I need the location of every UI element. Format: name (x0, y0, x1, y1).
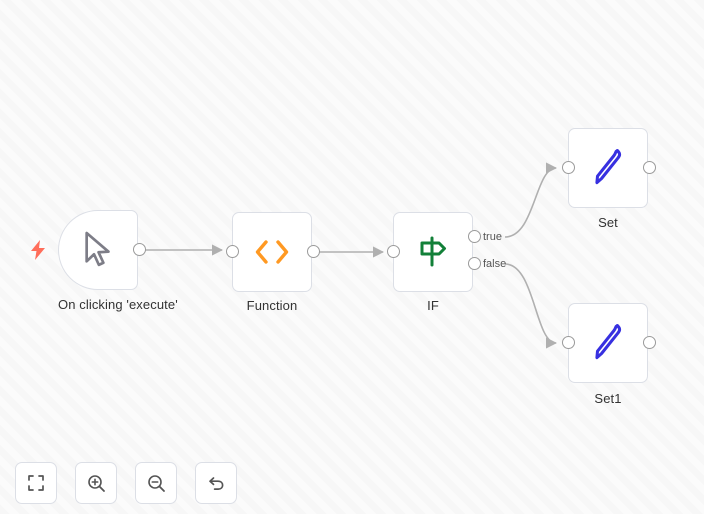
node-label-set1: Set1 (594, 391, 622, 406)
node-set1[interactable] (568, 303, 648, 383)
mouse-pointer-icon (81, 230, 115, 270)
signpost-icon (415, 234, 451, 270)
node-label-if: IF (427, 298, 439, 313)
node-if[interactable] (393, 212, 473, 292)
input-port-if[interactable] (387, 245, 400, 258)
code-brackets-icon (252, 237, 292, 267)
pen-icon (591, 147, 625, 189)
zoom-in-button[interactable] (75, 462, 117, 504)
zoom-out-button[interactable] (135, 462, 177, 504)
connection-if-true-to-set[interactable] (504, 162, 558, 238)
output-port-trigger[interactable] (133, 243, 146, 256)
output-port-set[interactable] (643, 161, 656, 174)
output-port-if-false[interactable] (468, 257, 481, 270)
connection-if-false-to-set1[interactable] (504, 263, 558, 349)
port-label-true: true (483, 231, 502, 243)
node-label-set: Set (598, 215, 618, 230)
zoom-to-fit-icon (27, 474, 45, 492)
input-port-function[interactable] (226, 245, 239, 258)
node-label-trigger: On clicking 'execute' (58, 297, 178, 312)
port-label-false: false (483, 258, 507, 270)
zoom-to-fit-button[interactable] (15, 462, 57, 504)
canvas-toolbar (15, 462, 237, 504)
input-port-set[interactable] (562, 161, 575, 174)
output-port-set1[interactable] (643, 336, 656, 349)
node-function[interactable] (232, 212, 312, 292)
zoom-in-icon (87, 474, 106, 493)
output-port-function[interactable] (307, 245, 320, 258)
node-label-function: Function (246, 298, 298, 313)
pen-icon (591, 322, 625, 364)
output-port-if-true[interactable] (468, 230, 481, 243)
undo-arrow-icon (207, 474, 226, 493)
reset-zoom-button[interactable] (195, 462, 237, 504)
input-port-set1[interactable] (562, 336, 575, 349)
lightning-bolt-icon (30, 240, 46, 260)
node-set[interactable] (568, 128, 648, 208)
node-on-clicking-execute[interactable] (58, 210, 138, 290)
zoom-out-icon (147, 474, 166, 493)
